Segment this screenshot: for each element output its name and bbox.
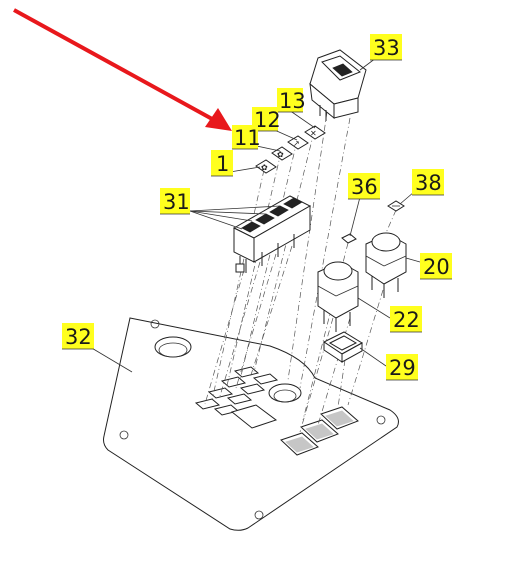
svg-text:11: 11: [234, 126, 261, 150]
leader-lines: [89, 57, 421, 373]
svg-text:✕: ✕: [310, 129, 317, 138]
callout-12: 12: [252, 107, 281, 132]
svg-text:36: 36: [351, 175, 378, 199]
svg-text:✿: ✿: [277, 150, 284, 159]
svg-text:22: 22: [393, 308, 420, 332]
svg-text:32: 32: [65, 325, 92, 349]
callout-33: 33: [370, 34, 402, 61]
svg-text:31: 31: [163, 190, 190, 214]
bezel-29: [323, 331, 363, 363]
callout-29: 29: [386, 354, 418, 381]
cap-36: [341, 233, 357, 244]
callout-11: 11: [232, 125, 261, 150]
callout-36: 36: [348, 173, 380, 200]
red-pointer-arrow: [13, 8, 232, 131]
symbol-cap-12: ↗: [287, 135, 309, 150]
svg-text:38: 38: [415, 171, 442, 195]
svg-text:12: 12: [254, 108, 281, 132]
svg-text:1: 1: [216, 152, 229, 176]
callout-31: 31: [160, 188, 190, 215]
svg-text:29: 29: [389, 356, 416, 380]
callout-20: 20: [420, 253, 452, 280]
rocker-switch-33: [309, 49, 367, 121]
callout-38: 38: [412, 169, 444, 196]
svg-text:↗: ↗: [293, 139, 300, 148]
symbol-cap-11: ✿: [271, 146, 293, 161]
switch-bank-31: [232, 195, 312, 273]
callout-32: 32: [62, 323, 94, 350]
callout-13: 13: [277, 88, 306, 113]
callout-22: 22: [390, 306, 422, 333]
symbol-cap-13: ✕: [304, 125, 326, 140]
callout-1: 1: [211, 150, 233, 177]
svg-text:33: 33: [373, 36, 400, 60]
svg-text:13: 13: [279, 89, 306, 113]
push-button-22: [317, 261, 359, 332]
svg-text:✿: ✿: [261, 163, 268, 172]
svg-text:20: 20: [423, 255, 450, 279]
push-button-20: [365, 232, 407, 298]
symbol-cap-1: ✿: [255, 159, 277, 174]
base-plate: [103, 317, 399, 531]
